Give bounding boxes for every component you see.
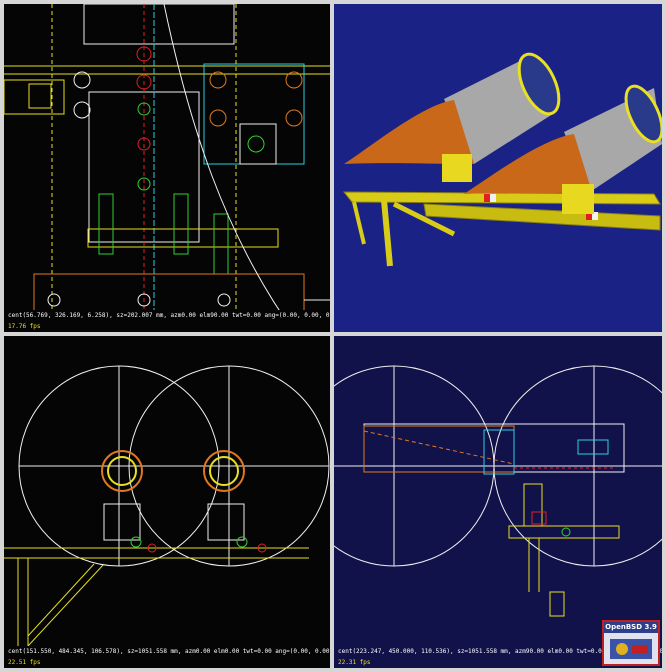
viewport-bottom-right[interactable]: cent(223.247, 450.000, 110.536), sz=1051… <box>334 336 662 668</box>
status-bar: cent(151.550, 484.345, 106.578), sz=1051… <box>4 646 330 657</box>
openbsd-badge: OpenBSD 3.9 <box>602 620 660 666</box>
viewport-top-left[interactable]: cent(56.769, 326.169, 6.258), sz=202.007… <box>4 4 330 332</box>
fps-readout: 22.31 fps <box>334 657 662 668</box>
fps-readout: 22.51 fps <box>4 657 330 668</box>
badge-title: OpenBSD 3.9 <box>604 622 658 633</box>
openbsd-logo-icon <box>610 639 652 659</box>
viewport-top-right[interactable] <box>334 4 662 332</box>
wireframe-closeup <box>4 4 330 332</box>
status-bar: cent(56.769, 326.169, 6.258), sz=202.007… <box>4 310 330 321</box>
side-view-wireframe <box>334 365 662 617</box>
shaded-model-view <box>342 52 662 267</box>
front-view-wireframe <box>4 365 330 649</box>
status-bar: cent(223.247, 450.000, 110.536), sz=1051… <box>334 646 662 657</box>
viewport-bottom-left[interactable]: cent(151.550, 484.345, 106.578), sz=1051… <box>4 336 330 668</box>
fps-readout: 17.76 fps <box>4 321 330 332</box>
